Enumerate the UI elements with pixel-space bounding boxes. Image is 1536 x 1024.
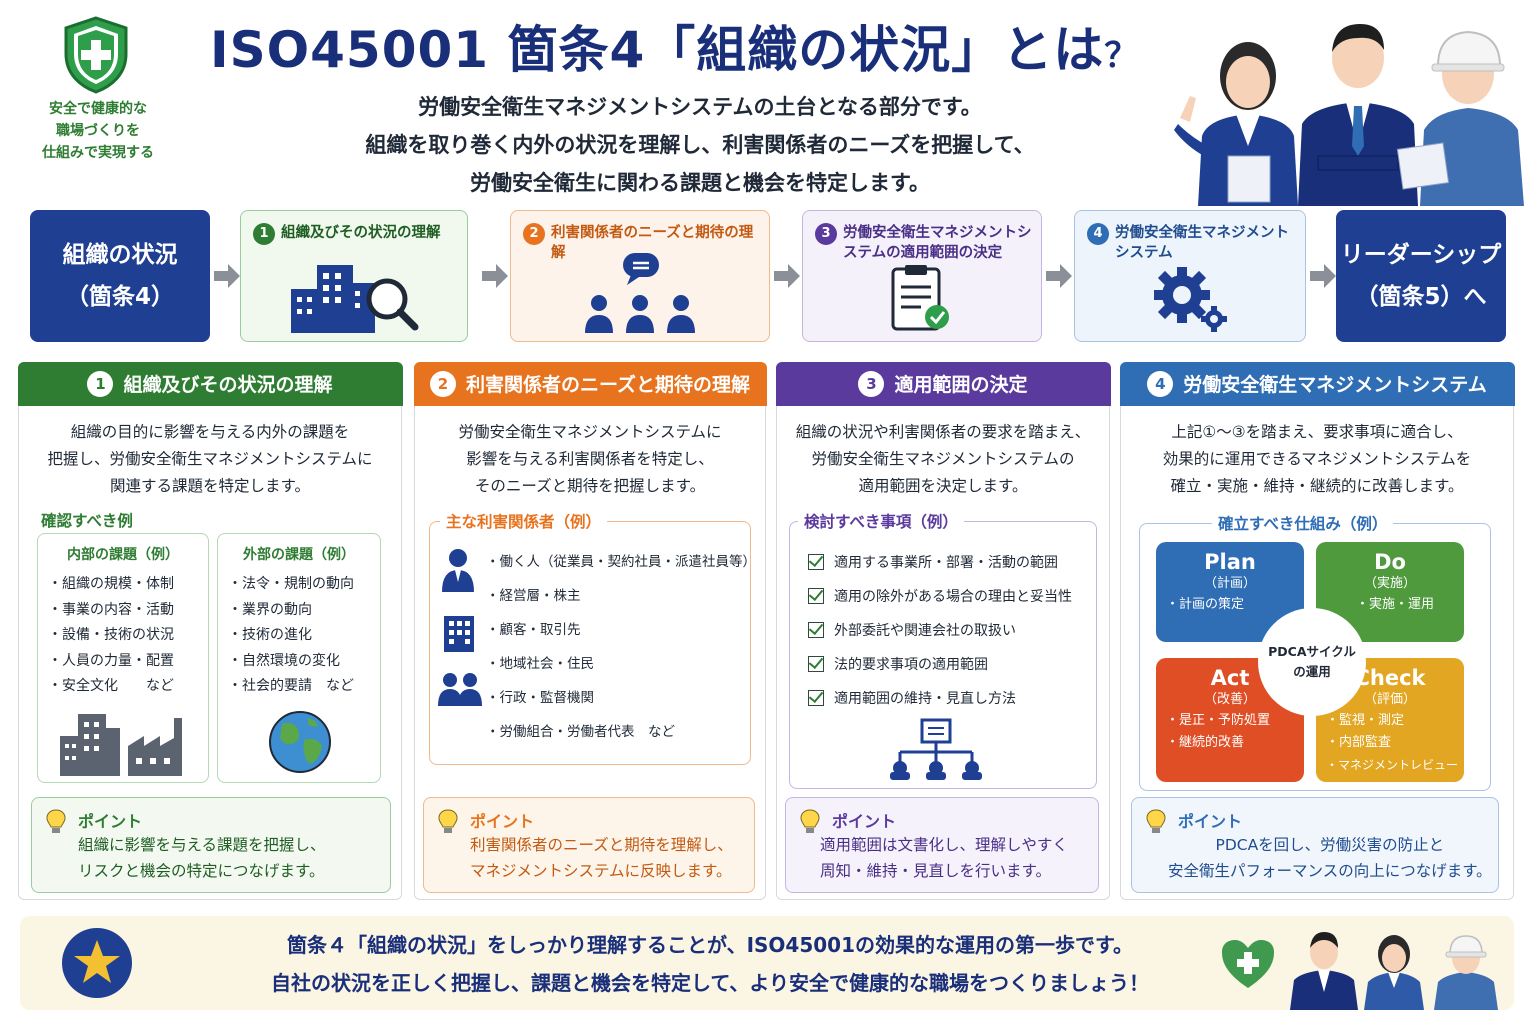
buildings-search-icon (291, 265, 419, 333)
point-box: ポイント PDCAを回し、労働災害の防止と 安全衛生パフォーマンスの向上につなげ… (1131, 797, 1499, 893)
shield-cross-icon (64, 16, 128, 94)
flow-arrow-icon (214, 264, 240, 288)
gears-icon (1154, 267, 1227, 332)
section-description: 労働安全衛生マネジメントシステムに 影響を与える利害関係者を特定し、 そのニーズ… (458, 423, 722, 495)
heart-cross-icon (1222, 940, 1274, 988)
checkbox-icon (808, 690, 824, 706)
lightbulb-icon (800, 809, 820, 833)
flow-arrow-icon (774, 264, 800, 288)
section-scope: 3 適用範囲の決定 組織の状況や利害関係者の要求を踏まえ、 労働安全衛生マネジメ… (775, 361, 1111, 900)
checklist-item: 法的要求事項の適用範囲 (808, 654, 988, 674)
stakeholder-box: 主な利害関係者（例） ・働く人（従業員・契約社員・派遣社員等） ・経営層・株主 … (429, 510, 756, 765)
man-figure (1298, 24, 1418, 206)
worker-icon (442, 549, 474, 592)
section-header: 4 労働安全衛生マネジメントシステム (1119, 361, 1515, 406)
checklist-item: 適用範囲の維持・見直し方法 (808, 688, 1016, 708)
footer-banner: 箇条４「組織の状況」をしっかり理解することが、ISO45001の効果的な運用の第… (20, 916, 1514, 1010)
section-header: 1 組織及びその状況の理解 (17, 361, 403, 406)
checkbox-icon (808, 622, 824, 638)
internal-issues-box: 内部の課題（例） ・組織の規模・体制 ・事業の内容・活動 ・設備・技術の状況 ・… (37, 533, 209, 783)
flow-arrow-icon (482, 264, 508, 288)
building-icon (444, 616, 474, 652)
point-box: ポイント 適用範囲は文書化し、理解しやすく 周知・維持・見直しを行います。 (785, 797, 1099, 893)
worker-figure (1396, 30, 1524, 206)
woman-small (1364, 935, 1424, 1010)
worker-small (1434, 935, 1498, 1010)
section-description: 組織の状況や利害関係者の要求を踏まえ、 労働安全衛生マネジメントシステムの 適用… (795, 423, 1091, 495)
scope-checklist-box: 検討すべき事項（例） 適用する事業所・部署・活動の範囲 適用の除外がある場合の理… (789, 510, 1097, 789)
section-header: 3 適用範囲の決定 (775, 361, 1111, 406)
section-header: 2 利害関係者のニーズと期待の理解 (413, 361, 767, 406)
section-context-understanding: 1 組織及びその状況の理解 組織の目的に影響を与える内外の課題を 把握し、労働安… (17, 361, 403, 900)
clipboard-check-icon (891, 265, 949, 331)
external-issues-box: 外部の課題（例） ・法令・規制の動向 ・業界の動向 ・技術の進化 ・自然環境の変… (217, 533, 381, 783)
section-ohsms: 4 労働安全衛生マネジメントシステム 上記①～③を踏まえ、要求事項に適合し、 効… (1119, 361, 1515, 900)
staff-illustration (1174, 24, 1524, 206)
checkbox-icon (808, 588, 824, 604)
section-stakeholders: 2 利害関係者のニーズと期待の理解 労働安全衛生マネジメントシステムに 影響を与… (413, 361, 767, 900)
footer-message: 箇条４「組織の状況」をしっかり理解することが、ISO45001の効果的な運用の第… (271, 933, 1149, 995)
office-factory-icon (60, 714, 182, 776)
stakeholders-icon (585, 253, 695, 333)
internal-issues-list: ・組織の規模・体制 ・事業の内容・活動 ・設備・技術の状況 ・人員の力量・配置 … (48, 576, 174, 694)
pdca-box: 確立すべき仕組み（例） Plan （計画） ・計画の策定 Do （実施） ・実施… (1139, 512, 1491, 791)
flow-arrow-icon (1046, 264, 1072, 288)
globe-icon (269, 711, 331, 773)
checklist-item: 適用の除外がある場合の理由と妥当性 (808, 586, 1072, 606)
flow-start-box: 組織の状況 （箇条4） (30, 210, 210, 342)
flow-arrow-icon (1310, 264, 1336, 288)
man-small (1290, 932, 1358, 1010)
lightbulb-icon (438, 809, 458, 833)
section-description: 組織の目的に影響を与える内外の課題を 把握し、労働安全衛生マネジメントシステムに… (47, 423, 373, 495)
section-description: 上記①～③を踏まえ、要求事項に適合し、 効果的に運用できるマネジメントシステムを… (1162, 423, 1472, 495)
lightbulb-icon (46, 809, 66, 833)
community-icon (438, 673, 482, 706)
flow-end-box: リーダーシップ （箇条5）へ (1336, 210, 1506, 342)
pdca-center-label: PDCAサイクル の運用 (1258, 608, 1366, 716)
checklist-item: 外部委託や関連会社の取扱い (808, 620, 1016, 640)
page-subtitle: 労働安全衛生マネジメントシステムの土台となる部分です。 組織を取り巻く内外の状況… (365, 95, 1035, 195)
external-issues-list: ・法令・規制の動向 ・業界の動向 ・技術の進化 ・自然環境の変化 ・社会的要請 … (228, 576, 354, 694)
lightbulb-icon (1146, 809, 1166, 833)
point-box: ポイント 組織に影響を与える課題を把握し、 リスクと機会の特定につなげます。 (31, 797, 391, 893)
page-title: ISO45001 箇条4「組織の状況」とは？ (210, 21, 1140, 79)
subheading: 確認すべき例 (41, 512, 133, 530)
checklist-item: 適用する事業所・部署・活動の範囲 (808, 552, 1058, 572)
woman-figure (1174, 42, 1298, 206)
star-icon (62, 928, 132, 998)
org-chart-icon (890, 718, 982, 780)
point-box: ポイント 利害関係者のニーズと期待を理解し、 マネジメントシステムに反映します。 (423, 797, 755, 893)
checkbox-icon (808, 554, 824, 570)
checkbox-icon (808, 656, 824, 672)
slogan: 安全で健康的な 職場づくりを 仕組みで実現する (42, 101, 154, 161)
staff-small-illustration (1290, 932, 1498, 1010)
